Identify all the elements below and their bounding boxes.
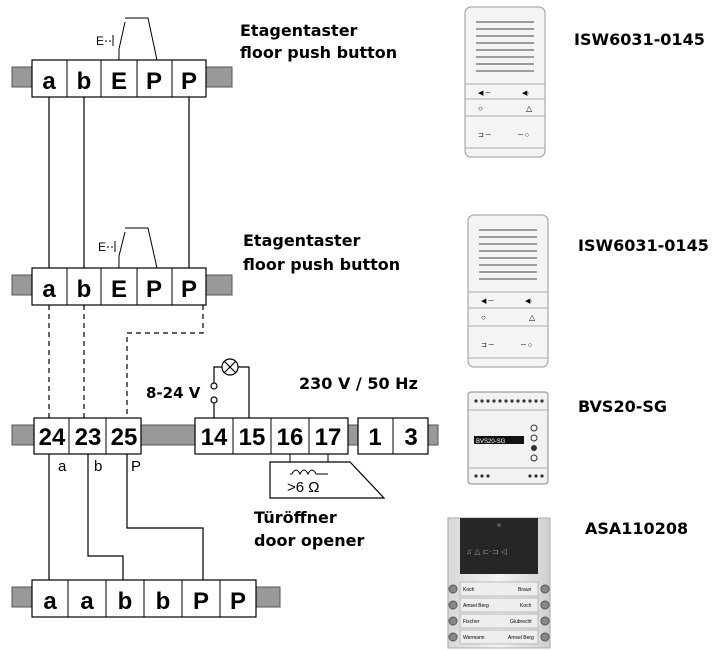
terminal-p: P — [181, 276, 197, 303]
model-label: BVS20-SG — [578, 397, 667, 416]
svg-text:Wermann: Wermann — [463, 635, 485, 641]
bvs20-device-image: BVS20-SG — [467, 391, 549, 485]
svg-text:Koch: Koch — [520, 603, 532, 609]
model-label: ISW6031-0145 — [578, 236, 709, 255]
controller-terminals: 24 23 25 14 15 16 17 1 3 a b P — [11, 417, 439, 475]
svg-text:BVS20-SG: BVS20-SG — [476, 439, 506, 445]
terminal-p: P — [230, 588, 246, 615]
switch-label: E — [96, 34, 104, 48]
door-opener-label-en: door opener — [254, 531, 364, 550]
floor-button-label-en: floor push button — [240, 43, 397, 62]
door-opener-label-de: Türöffner — [254, 508, 337, 527]
rail-end-left — [11, 274, 33, 296]
rail-end-left — [11, 424, 35, 446]
rail-segment — [140, 424, 196, 446]
svg-text:◀·: ◀· — [522, 90, 530, 97]
svg-text:△: △ — [529, 313, 536, 322]
floor-button-label-de: Etagentaster — [240, 21, 358, 40]
floor-button-label-en: floor push button — [243, 255, 400, 274]
svg-text:○: ○ — [481, 313, 486, 322]
terminal-b: b — [77, 276, 92, 303]
terminal-p: P — [181, 68, 197, 95]
svg-text:○: ○ — [478, 104, 483, 113]
push-button-symbol: E — [96, 17, 158, 61]
terminal-a: a — [42, 68, 56, 95]
rail-segment — [347, 424, 359, 446]
terminal-15: 15 — [239, 424, 266, 451]
wire-label-a: a — [58, 458, 67, 475]
indoor-station-image-1: ◀ ─ ◀· ○ △ ⊐ ─ ─ ○ — [464, 6, 546, 158]
svg-text:Amsel Berg: Amsel Berg — [508, 635, 534, 641]
terminal-17: 17 — [315, 424, 342, 451]
rail-end-right — [205, 66, 233, 88]
model-label: ISW6031-0145 — [574, 30, 705, 49]
svg-text:◀ ─: ◀ ─ — [481, 298, 493, 305]
terminal-23: 23 — [75, 424, 102, 451]
mains-label: 230 V / 50 Hz — [299, 374, 418, 393]
svg-text:Koch: Koch — [463, 587, 475, 593]
svg-text:─ ○: ─ ○ — [520, 342, 532, 349]
terminal-block-1: a b E P P — [31, 59, 207, 98]
terminal-b: b — [118, 588, 133, 615]
model-label: ASA110208 — [585, 519, 688, 538]
svg-text:♫ △ ⊏·⊐ ◁: ♫ △ ⊏·⊐ ◁ — [466, 547, 508, 556]
wires-controller-outdoor — [48, 454, 204, 580]
terminal-b: b — [156, 588, 171, 615]
door-opener: >6 Ω Türöffner door opener — [254, 454, 386, 550]
svg-text:─ ○: ─ ○ — [517, 132, 529, 139]
resistance-label: >6 Ω — [287, 479, 319, 496]
wire-label-p: P — [131, 458, 141, 475]
terminal-3: 3 — [404, 424, 417, 451]
terminal-1: 1 — [368, 424, 381, 451]
svg-text:◀·: ◀· — [525, 298, 533, 305]
dashed-wires — [48, 305, 204, 418]
terminal-block-2: a b E P P — [31, 267, 207, 306]
terminal-a: a — [42, 276, 56, 303]
terminal-b: b — [77, 68, 92, 95]
switch-label: E — [98, 240, 106, 254]
terminal-14: 14 — [201, 424, 228, 451]
svg-text:⊐ ─: ⊐ ─ — [481, 342, 494, 349]
floor-button-label-de: Etagentaster — [243, 231, 361, 250]
svg-text:Fischer: Fischer — [463, 619, 480, 625]
lamp-circuit — [210, 358, 250, 418]
svg-text:Amsel Berg: Amsel Berg — [463, 603, 489, 609]
terminal-24: 24 — [39, 424, 66, 451]
outdoor-station-terminals: a a b b P P — [11, 579, 281, 618]
terminal-e: E — [111, 68, 127, 95]
terminal-16: 16 — [277, 424, 304, 451]
voltage-label: 8-24 V — [146, 384, 201, 402]
svg-text:⊐ ─: ⊐ ─ — [478, 132, 491, 139]
svg-text:△: △ — [526, 104, 533, 113]
terminal-p: P — [146, 276, 162, 303]
terminal-p: P — [146, 68, 162, 95]
svg-text:◀ ─: ◀ ─ — [478, 90, 490, 97]
rail-end-left — [11, 586, 33, 608]
terminal-e: E — [111, 276, 127, 303]
floor-button-2: a b E P P E Etagentaster floor push butt… — [11, 227, 400, 306]
outdoor-panel-image: ♫ △ ⊏·⊐ ◁ Koch Braun Amsel Berg Koch Fis… — [447, 517, 551, 649]
svg-text:Glubrecht: Glubrecht — [510, 619, 532, 625]
wires-block1-block2 — [48, 97, 190, 268]
svg-text:Braun: Braun — [518, 587, 532, 593]
rail-end-right — [205, 274, 233, 296]
rail-end-right — [427, 424, 439, 446]
terminal-a: a — [80, 588, 94, 615]
rail-end-left — [11, 66, 33, 88]
terminal-25: 25 — [111, 424, 138, 451]
wire-label-b: b — [94, 458, 102, 475]
terminal-a: a — [43, 588, 57, 615]
floor-button-1: a b E P P E Etagentaster floor push butt… — [11, 17, 397, 98]
terminal-p: P — [193, 588, 209, 615]
rail-end-right — [255, 586, 281, 608]
push-button-symbol: E — [98, 227, 158, 269]
coil-icon — [291, 469, 317, 476]
device-display — [474, 436, 524, 444]
indoor-station-image-2: ◀ ─ ◀· ○ △ ⊐ ─ ─ ○ — [467, 214, 549, 368]
